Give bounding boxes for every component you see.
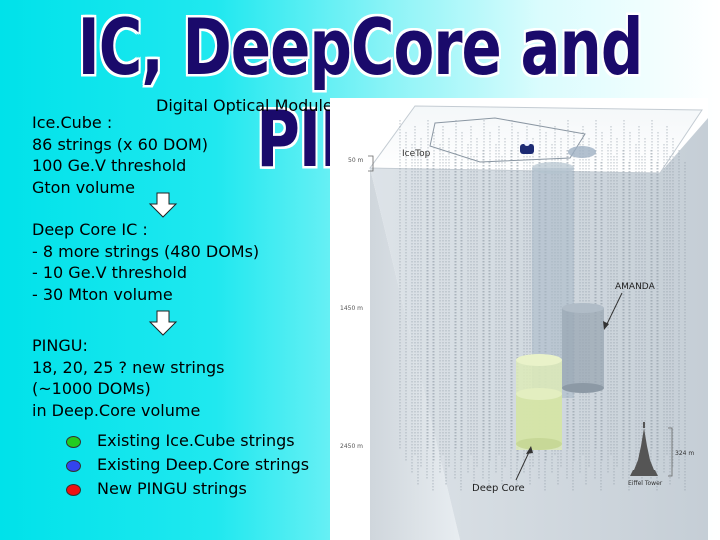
- deepcore-line: Deep Core IC :: [32, 220, 148, 239]
- icecube-line: 100 Ge.V threshold: [32, 156, 187, 175]
- depth-1450-label: 1450 m: [340, 305, 363, 312]
- amanda-inner-cylinder: [562, 308, 604, 388]
- down-arrow-icon: [148, 192, 178, 218]
- red-dot-icon: [66, 484, 81, 496]
- pingu-line: (~1000 DOMs): [32, 379, 151, 398]
- icecube-line: Ice.Cube :: [32, 113, 113, 132]
- pingu-line: 18, 20, 25 ? new strings: [32, 357, 225, 377]
- deep-core-lower-cylinder: [516, 394, 562, 444]
- eiffel-height-bracket: [668, 427, 673, 477]
- pingu-text: PINGU: 18, 20, 25 ? new strings (~1000 D…: [32, 335, 225, 421]
- eiffel-tower-icon: [630, 422, 658, 476]
- icecube-line: 86 strings (x 60 DOM): [32, 134, 208, 154]
- deep-core-pointer: [515, 449, 531, 481]
- depth-50-bracket: [368, 155, 374, 172]
- legend-label: Existing Deep.Core strings: [97, 455, 310, 474]
- depth-2450-label: 2450 m: [340, 443, 363, 450]
- blue-dot-icon: [66, 460, 81, 472]
- icetop-label: IceTop: [402, 149, 431, 159]
- icecube-line: Gton volume: [32, 177, 135, 197]
- dom-module-icon: [520, 140, 534, 154]
- amanda-inner-top: [562, 303, 604, 313]
- amanda-inner-bottom: [562, 383, 604, 393]
- deep-core-label: Deep Core: [472, 483, 525, 494]
- amanda-cylinder-top: [532, 162, 574, 174]
- eiffel-height-label: 324 m: [675, 450, 694, 457]
- icetop-tank: [568, 146, 596, 158]
- deepcore-line: - 30 Mton volume: [32, 284, 173, 304]
- deep-core-lower-top: [516, 388, 562, 400]
- deep-core-bottom: [516, 438, 562, 450]
- eiffel-label: Eiffel Tower: [628, 480, 663, 487]
- icetop-hexagon: [429, 117, 586, 163]
- icecube-detector-diagram: IceTop 50 m 1450 m 2450 m AMANDA Deep Co…: [330, 98, 708, 540]
- deepcore-line: - 8 more strings (480 DOMs): [32, 241, 260, 261]
- depth-50-label: 50 m: [348, 157, 364, 164]
- legend-label: Existing Ice.Cube strings: [97, 431, 295, 450]
- legend-label: New PINGU strings: [97, 479, 247, 498]
- pingu-line: PINGU:: [32, 336, 88, 355]
- down-arrow-icon: [148, 310, 178, 336]
- icecube-text: Ice.Cube : 86 strings (x 60 DOM) 100 Ge.…: [32, 112, 208, 198]
- deepcore-text: Deep Core IC : - 8 more strings (480 DOM…: [32, 219, 259, 305]
- deep-core-upper-top: [516, 354, 562, 366]
- amanda-pointer: [605, 292, 623, 327]
- pingu-line: in Deep.Core volume: [32, 400, 201, 420]
- deepcore-line: - 10 Ge.V threshold: [32, 263, 188, 282]
- green-dot-icon: [66, 436, 81, 448]
- amanda-arrowhead-icon: [603, 321, 609, 330]
- amanda-label: AMANDA: [615, 282, 656, 292]
- dom-label: Digital Optical Module: [156, 96, 333, 115]
- deep-core-arrowhead-icon: [526, 446, 533, 454]
